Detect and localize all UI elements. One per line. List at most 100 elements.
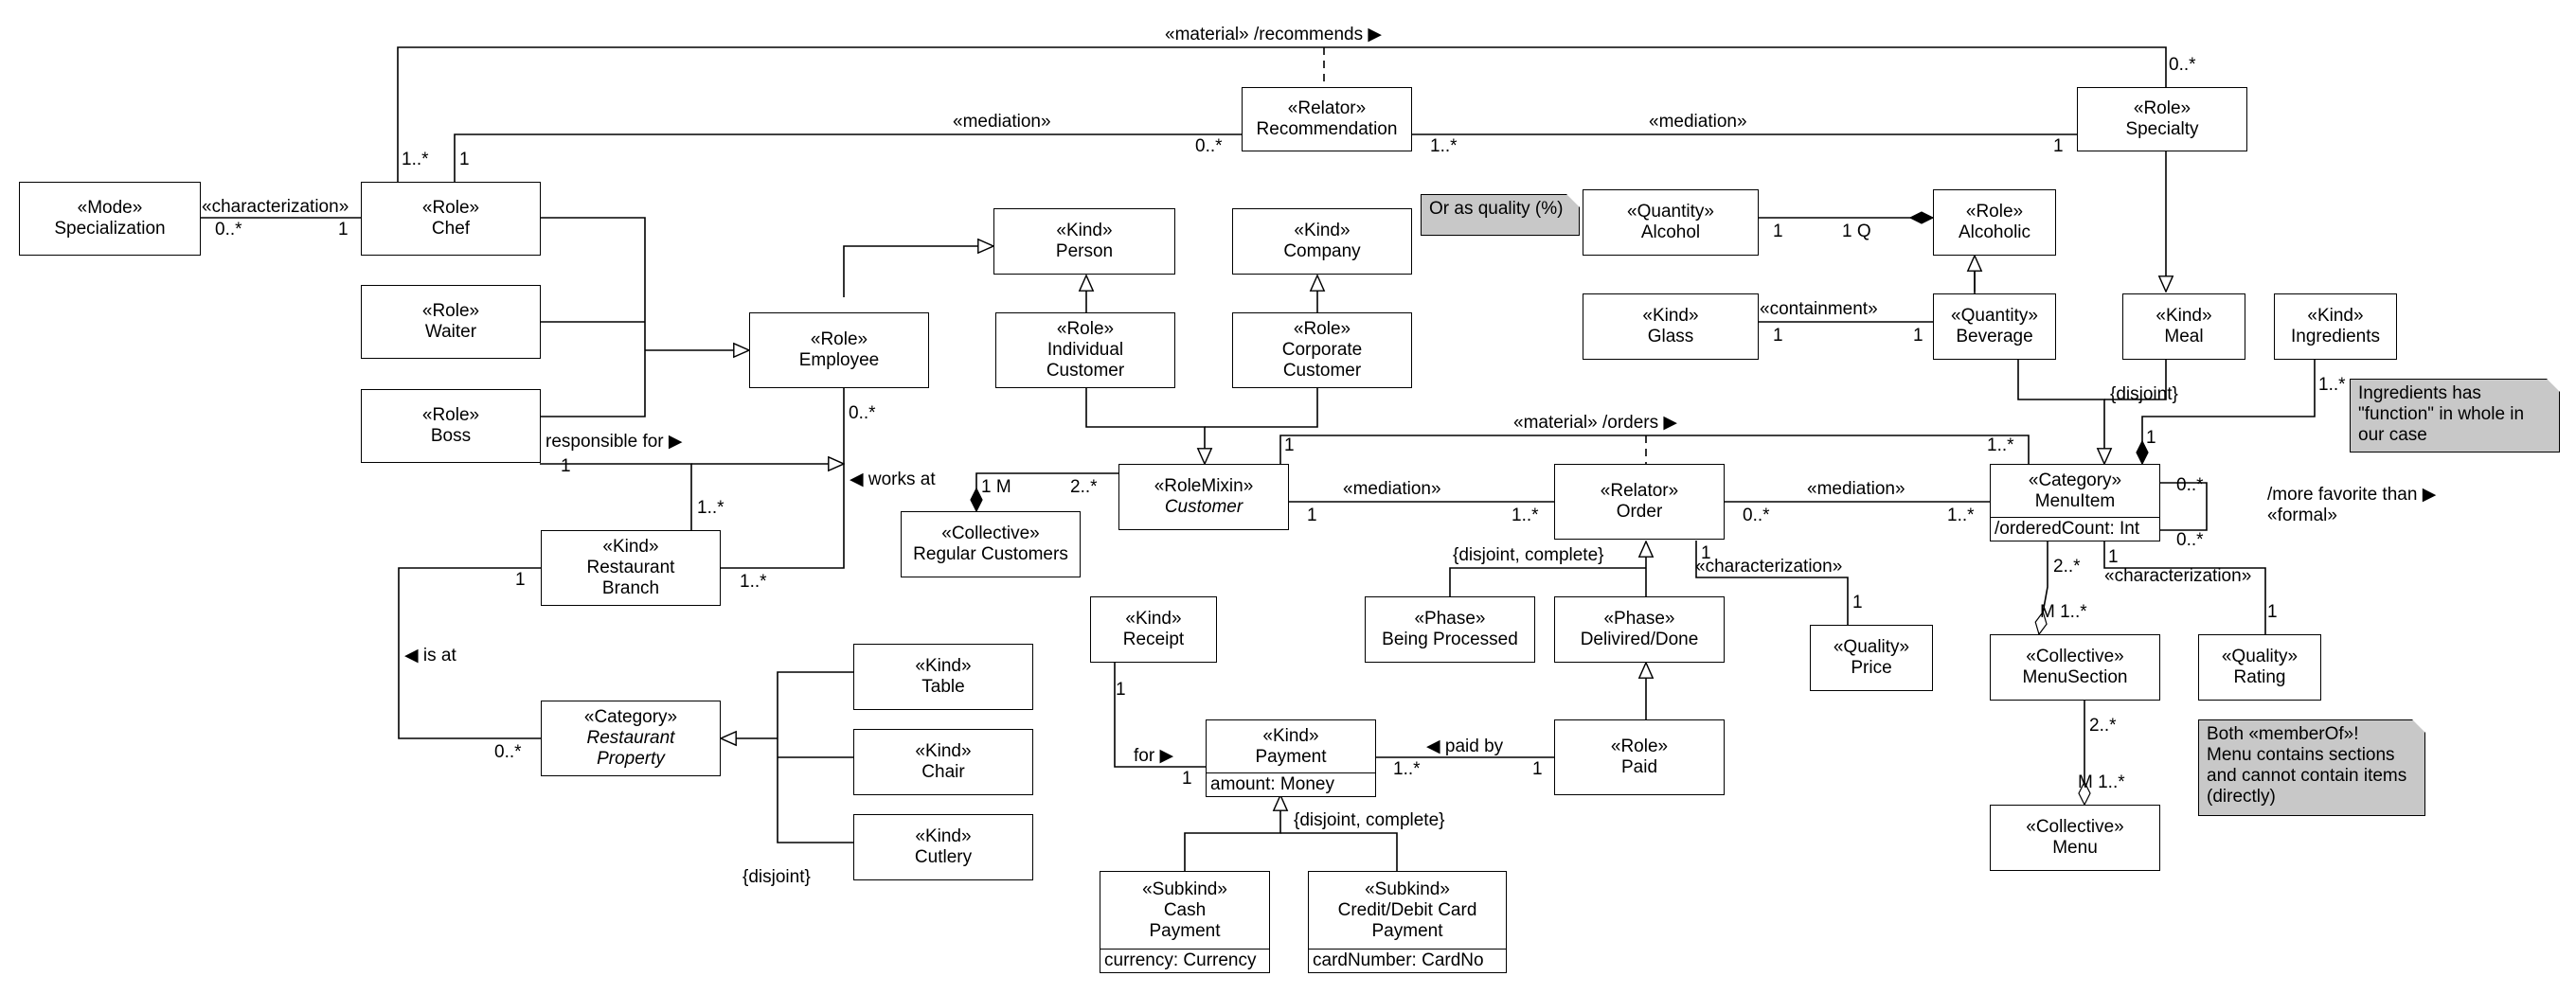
stereotype: «Kind» xyxy=(1642,306,1699,326)
mediation-chef-line xyxy=(454,133,1242,182)
class-company[interactable]: «Kind»Company xyxy=(1232,208,1412,275)
class-name: Paid xyxy=(1620,757,1658,777)
mult-menu-m: M 1..* xyxy=(2078,772,2125,792)
class-menu-item[interactable]: «Category»MenuItem /orderedCount: Int xyxy=(1990,464,2160,541)
class-name: Menu xyxy=(2052,838,2098,858)
label-for: for ▶ xyxy=(1134,746,1174,766)
cash-to-payment xyxy=(1184,795,1280,871)
class-price[interactable]: «Quality»Price xyxy=(1810,625,1933,691)
stereotype: «Role» xyxy=(1056,319,1115,339)
class-name: Customer xyxy=(1164,497,1243,517)
class-employee[interactable]: «Role»Employee xyxy=(749,312,929,388)
class-name: Beverage xyxy=(1956,327,2033,346)
class-rating[interactable]: «Quality»Rating xyxy=(2198,634,2321,701)
stereotype: «Role» xyxy=(1965,202,2024,222)
stereotype: «Kind» xyxy=(1294,221,1351,240)
stereotype: «Role» xyxy=(810,329,868,349)
class-chef[interactable]: «Role»Chef xyxy=(361,182,541,256)
cutlery-to-property xyxy=(777,738,853,843)
individual-to-rolemixin xyxy=(1085,388,1205,464)
class-glass[interactable]: «Kind»Glass xyxy=(1583,293,1759,360)
class-name-line2: Property xyxy=(597,749,665,769)
class-table[interactable]: «Kind»Table xyxy=(853,644,1033,710)
class-person[interactable]: «Kind»Person xyxy=(993,208,1175,275)
note-menu: Both «memberOf»! Menu contains sections … xyxy=(2198,719,2425,816)
class-name: MenuItem xyxy=(2034,490,2116,511)
mult-orders-item: 1..* xyxy=(1987,435,2014,455)
class-name: Delivired/Done xyxy=(1580,630,1699,649)
mult-rec-chef-0: 0..* xyxy=(1195,136,1223,156)
attribute: amount: Money xyxy=(1207,772,1375,796)
class-specialization[interactable]: «Mode»Specialization xyxy=(19,182,201,256)
beverage-to-menuitem xyxy=(2017,360,2104,464)
class-chair[interactable]: «Kind»Chair xyxy=(853,729,1033,795)
class-name-line2: Customer xyxy=(1046,361,1125,381)
class-menu-section[interactable]: «Collective»MenuSection xyxy=(1990,634,2160,701)
class-name: Receipt xyxy=(1122,630,1185,649)
phases-line xyxy=(1449,567,1646,587)
stereotype: «Quality» xyxy=(2221,647,2299,666)
employee-to-person xyxy=(843,246,993,297)
label-containment: «containment» xyxy=(1760,299,1878,319)
orders-line xyxy=(1279,435,2030,464)
label-characterization-rating: «characterization» xyxy=(2104,566,2252,586)
class-being-processed[interactable]: «Phase»Being Processed xyxy=(1365,596,1535,663)
mult-is-at-branch: 1 xyxy=(515,570,526,590)
class-recommendation[interactable]: «Relator»Recommendation xyxy=(1242,87,1412,151)
stereotype: «Collective» xyxy=(2026,647,2124,666)
class-name-line2: Branch xyxy=(601,578,660,598)
class-name: Glass xyxy=(1647,327,1694,346)
label-disjoint-complete-order: {disjoint, complete} xyxy=(1453,545,1604,565)
class-alcoholic[interactable]: «Role»Alcoholic xyxy=(1933,189,2056,256)
mult-price: 1 xyxy=(1852,593,1863,612)
note-ingredients: Ingredients has "function" in whole in o… xyxy=(2350,379,2560,453)
class-alcohol[interactable]: «Quantity»Alcohol xyxy=(1583,189,1759,256)
label-recommends: «material» /recommends ▶ xyxy=(1165,25,1382,44)
stereotype: «Category» xyxy=(583,707,678,727)
class-ingredients[interactable]: «Kind»Ingredients xyxy=(2274,293,2397,360)
mult-menu-section: 2..* xyxy=(2089,716,2117,736)
class-name: Regular Customers xyxy=(913,544,1068,564)
stereotype: «Collective» xyxy=(941,524,1040,543)
stereotype: «Phase» xyxy=(1603,609,1675,629)
class-name: Company xyxy=(1283,241,1361,261)
label-formal: «formal» xyxy=(2267,506,2337,525)
class-customer[interactable]: «RoleMixin»Customer xyxy=(1118,464,1289,530)
table-to-property xyxy=(777,671,853,738)
class-paid[interactable]: «Role»Paid xyxy=(1554,719,1725,795)
mult-rec-chef-1: 1 xyxy=(459,150,470,169)
label-works-at: ◀ works at xyxy=(850,470,936,489)
class-name: Recommendation xyxy=(1256,119,1398,139)
class-regular-customers[interactable]: «Collective»Regular Customers xyxy=(901,511,1081,577)
class-receipt[interactable]: «Kind»Receipt xyxy=(1090,596,1217,663)
stereotype: «Role» xyxy=(421,198,480,218)
class-waiter[interactable]: «Role»Waiter xyxy=(361,285,541,359)
mult-works-branch: 1..* xyxy=(740,572,767,592)
note-line: Menu contains sections xyxy=(2207,745,2395,765)
class-payment[interactable]: «Kind»Payment amount: Money xyxy=(1206,719,1376,797)
note-line: and cannot contain items xyxy=(2207,766,2407,786)
class-name: Employee xyxy=(798,350,880,370)
class-boss[interactable]: «Role»Boss xyxy=(361,389,541,463)
stereotype: «Quality» xyxy=(1833,637,1910,657)
class-delivered-done[interactable]: «Phase»Delivired/Done xyxy=(1554,596,1725,663)
class-cutlery[interactable]: «Kind»Cutlery xyxy=(853,814,1033,880)
stereotype: «Role» xyxy=(1293,319,1351,339)
mult-alcoholic: 1 Q xyxy=(1842,222,1871,241)
class-name-line2: Payment xyxy=(1371,920,1443,941)
mult-receipt: 1 xyxy=(1116,680,1126,700)
class-specialty[interactable]: «Role»Specialty xyxy=(2077,87,2247,151)
stereotype: «Relator» xyxy=(1287,98,1367,118)
class-beverage[interactable]: «Quantity»Beverage xyxy=(1933,293,2056,360)
class-order[interactable]: «Relator»Order xyxy=(1554,464,1725,540)
class-meal[interactable]: «Kind»Meal xyxy=(2122,293,2245,360)
class-menu[interactable]: «Collective»Menu xyxy=(1990,805,2160,871)
